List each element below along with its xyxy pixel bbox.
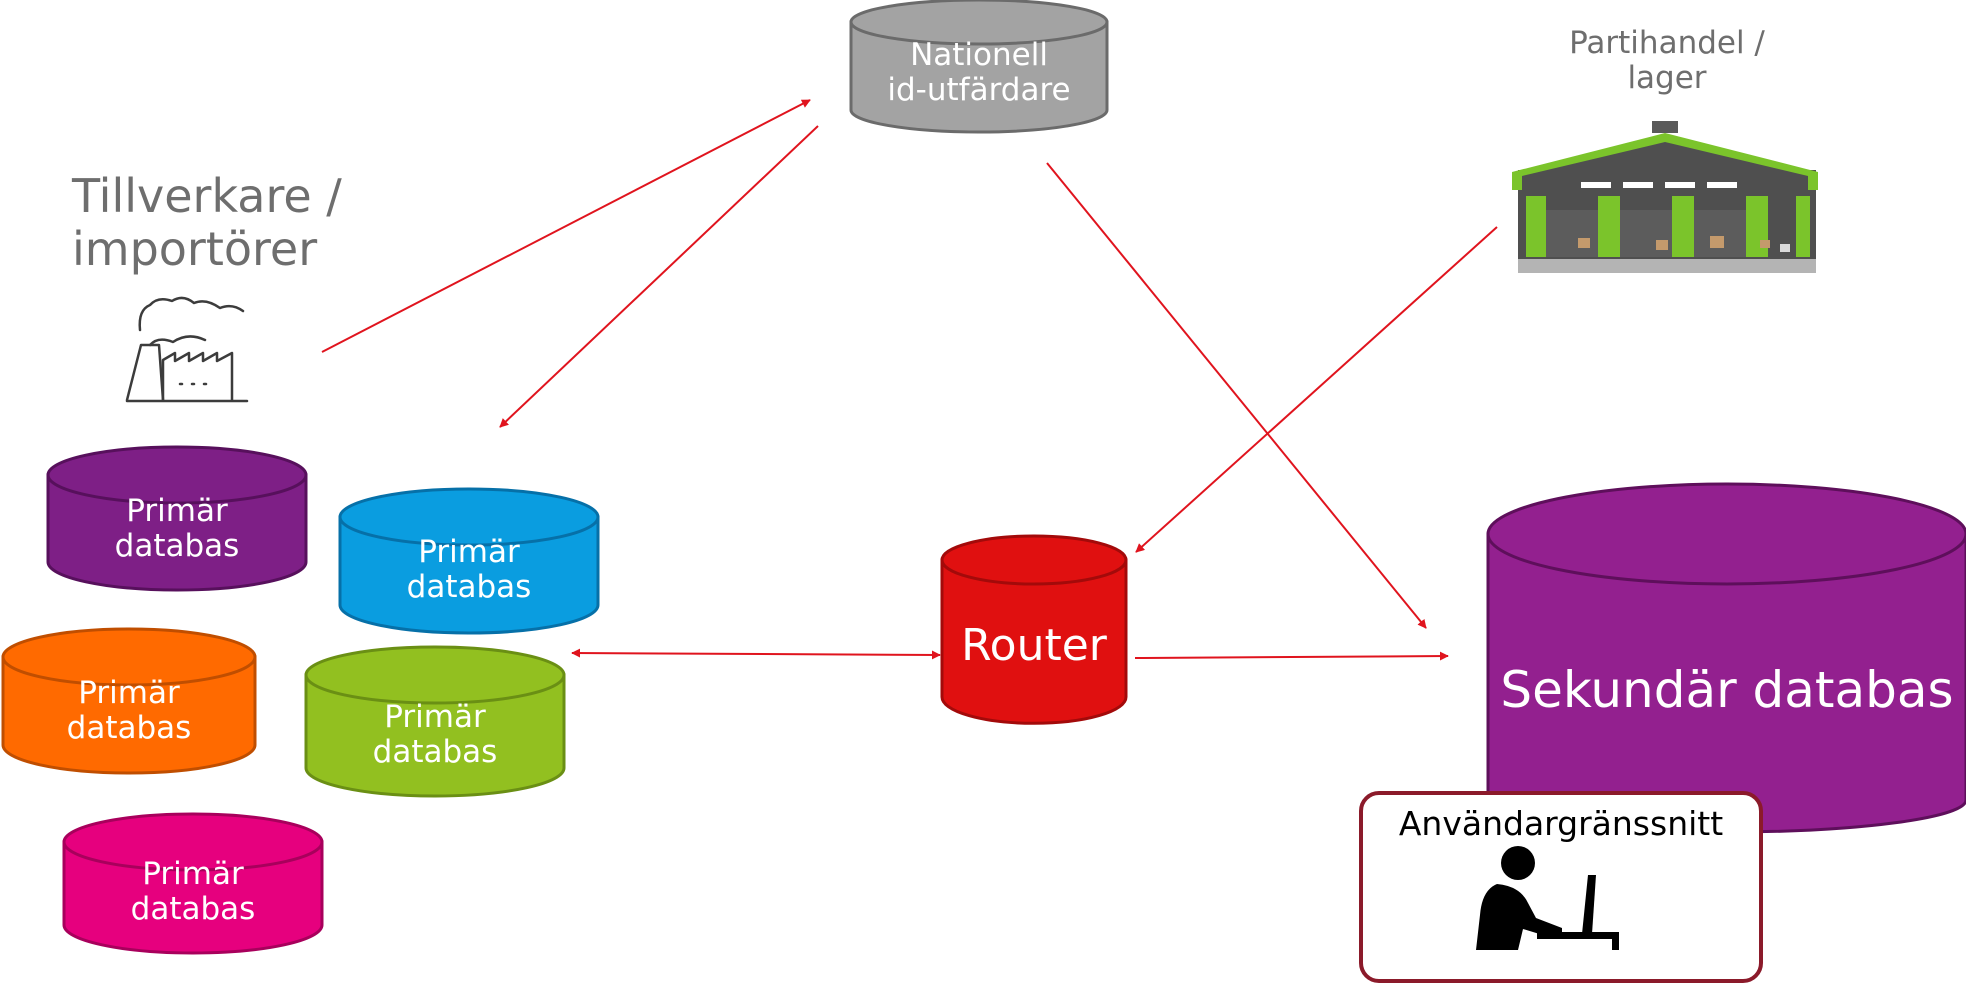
user-interface-box [1359, 791, 1763, 983]
primary-db-label-line2: databas [114, 527, 240, 564]
manufacturers-label: Tillverkare / importörer [72, 170, 342, 276]
primary-db-label-line1: Primär [418, 534, 520, 570]
primary-db-orange [1, 627, 257, 775]
primary-db-blue [338, 487, 600, 635]
router-cylinder [940, 534, 1128, 725]
primary-db-purple [46, 445, 308, 592]
manufacturers-label-line1: Tillverkare / [72, 169, 342, 223]
wholesale-label-line2: lager [1627, 59, 1707, 96]
issuer-label-line2: id-utfärdare [887, 71, 1071, 108]
primary-db-label-line2: databas [66, 709, 192, 746]
arrow-issuer-to-primary [499, 125, 819, 428]
primary-db-label-line2: databas [406, 568, 532, 605]
wholesale-label: Partihandel / lager [1510, 26, 1824, 95]
arrow-primary-router-bidirectional [571, 648, 941, 660]
user-at-computer-icon [1476, 846, 1619, 950]
primary-db-label-line1: Primär [78, 675, 180, 711]
primary-db-magenta [62, 812, 324, 955]
primary-db-label-magenta: Primär databas [64, 857, 322, 926]
router-label: Router [961, 620, 1107, 671]
arrow-issuer-to-secondary [1046, 162, 1427, 629]
factory-icon [125, 296, 249, 403]
secondary-db-label: Sekundär databas [1500, 661, 1954, 719]
primary-db-label-green: Primär databas [306, 700, 564, 769]
primary-db-label-blue: Primär databas [340, 535, 598, 604]
user-interface-label: Användargränssnitt [1398, 804, 1724, 843]
arrow-wholesale-to-router [1135, 226, 1498, 553]
arrows [321, 99, 1498, 661]
manufacturers-label-line2: importörer [72, 221, 318, 276]
warehouse-icon [1512, 121, 1818, 273]
wholesale-label-line1: Partihandel / [1569, 25, 1765, 61]
primary-db-label-purple: Primär databas [48, 494, 306, 563]
secondary-db-cylinder [1486, 482, 1966, 834]
primary-db-label-line2: databas [372, 733, 498, 770]
primary-db-label-line1: Primär [384, 699, 486, 735]
primary-db-label-line1: Primär [126, 493, 228, 529]
primary-db-label-line2: databas [130, 890, 256, 927]
arrow-router-to-secondary [1134, 651, 1449, 661]
primary-db-green [304, 645, 566, 798]
arrow-manufacturer-to-issuer [321, 99, 811, 353]
issuer-cylinder [849, 0, 1109, 134]
primary-db-label-orange: Primär databas [3, 676, 255, 745]
issuer-label-line1: Nationell [910, 37, 1048, 73]
issuer-label: Nationell id-utfärdare [851, 38, 1107, 107]
primary-db-label-line1: Primär [142, 856, 244, 892]
